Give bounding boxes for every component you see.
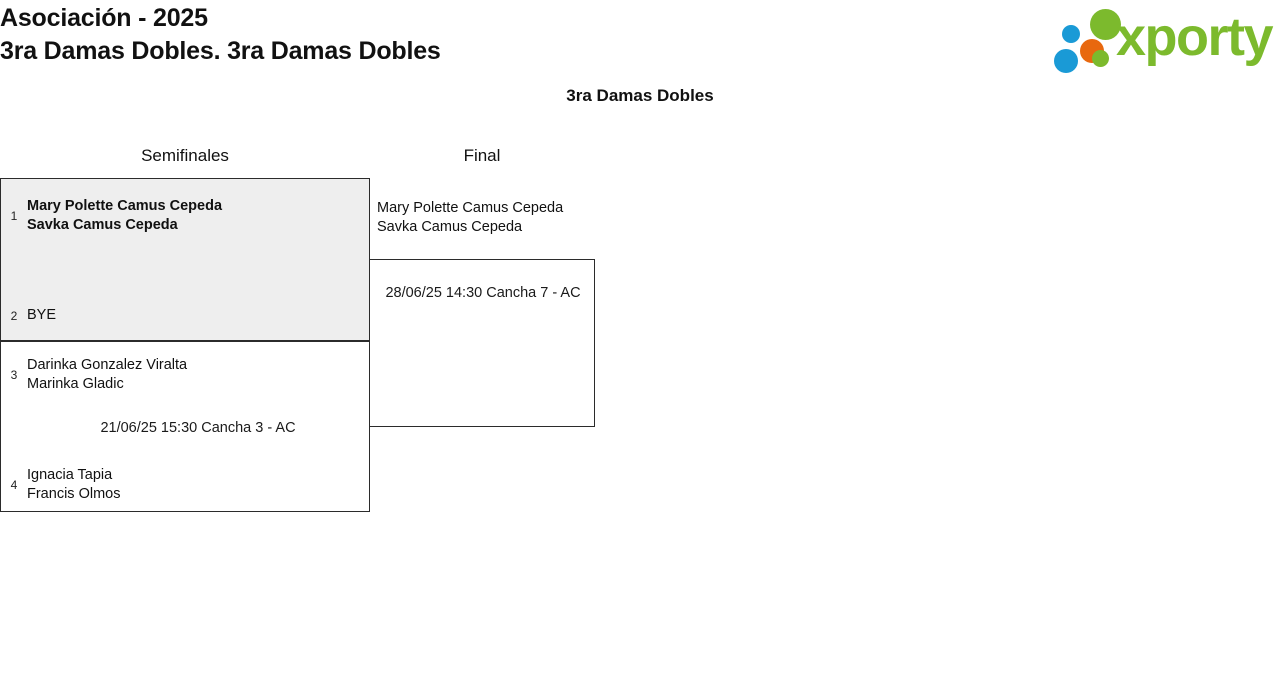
logo-dots-icon — [1054, 7, 1122, 73]
seed-number: 3 — [10, 368, 18, 382]
competitor-names: Ignacia Tapia Francis Olmos — [27, 467, 121, 502]
competitor-names: Darinka Gonzalez Viralta Marinka Gladic — [27, 357, 188, 392]
competitor-slot-2[interactable]: 2 BYE — [1, 306, 369, 325]
match-final[interactable]: 28/06/25 14:30 Cancha 7 - AC — [369, 259, 595, 427]
page-header: Asociación - 2025 3ra Damas Dobles. 3ra … — [0, 0, 1280, 75]
seed-number: 1 — [10, 209, 18, 223]
seed-number: 2 — [10, 308, 18, 323]
logo-dot-blue-small-icon — [1062, 25, 1080, 43]
logo-dot-green-small-icon — [1092, 50, 1109, 67]
match-semifinal-1[interactable]: 1 Mary Polette Camus Cepeda Savka Camus … — [0, 178, 370, 341]
competitor-slot-1[interactable]: 1 Mary Polette Camus Cepeda Savka Camus … — [1, 197, 369, 235]
competitor-slot-3[interactable]: 3 Darinka Gonzalez Viralta Marinka Gladi… — [1, 356, 369, 394]
final-advancing-competitor: Mary Polette Camus Cepeda Savka Camus Ce… — [377, 200, 564, 235]
match-schedule-info: 21/06/25 15:30 Cancha 3 - AC — [100, 420, 296, 436]
match-schedule-info: 28/06/25 14:30 Cancha 7 - AC — [385, 285, 581, 301]
round-header-final: Final — [463, 146, 501, 165]
match-semifinal-2[interactable]: 3 Darinka Gonzalez Viralta Marinka Gladi… — [0, 341, 370, 512]
competitor-slot-4[interactable]: 4 Ignacia Tapia Francis Olmos — [1, 466, 369, 504]
logo-dot-blue-large-icon — [1054, 49, 1078, 73]
logo-wordmark: xporty — [1116, 7, 1274, 67]
xporty-logo[interactable]: xporty — [1046, 3, 1274, 73]
logo-dot-green-large-icon — [1090, 9, 1121, 40]
round-header-semifinales: Semifinales — [141, 146, 229, 165]
seed-number: 4 — [10, 478, 18, 492]
competitor-names: BYE — [27, 307, 57, 323]
category-subtitle: 3ra Damas Dobles — [566, 86, 714, 105]
competitor-names: Mary Polette Camus Cepeda Savka Camus Ce… — [27, 198, 223, 233]
page-title: Asociación - 2025 3ra Damas Dobles. 3ra … — [0, 4, 441, 65]
